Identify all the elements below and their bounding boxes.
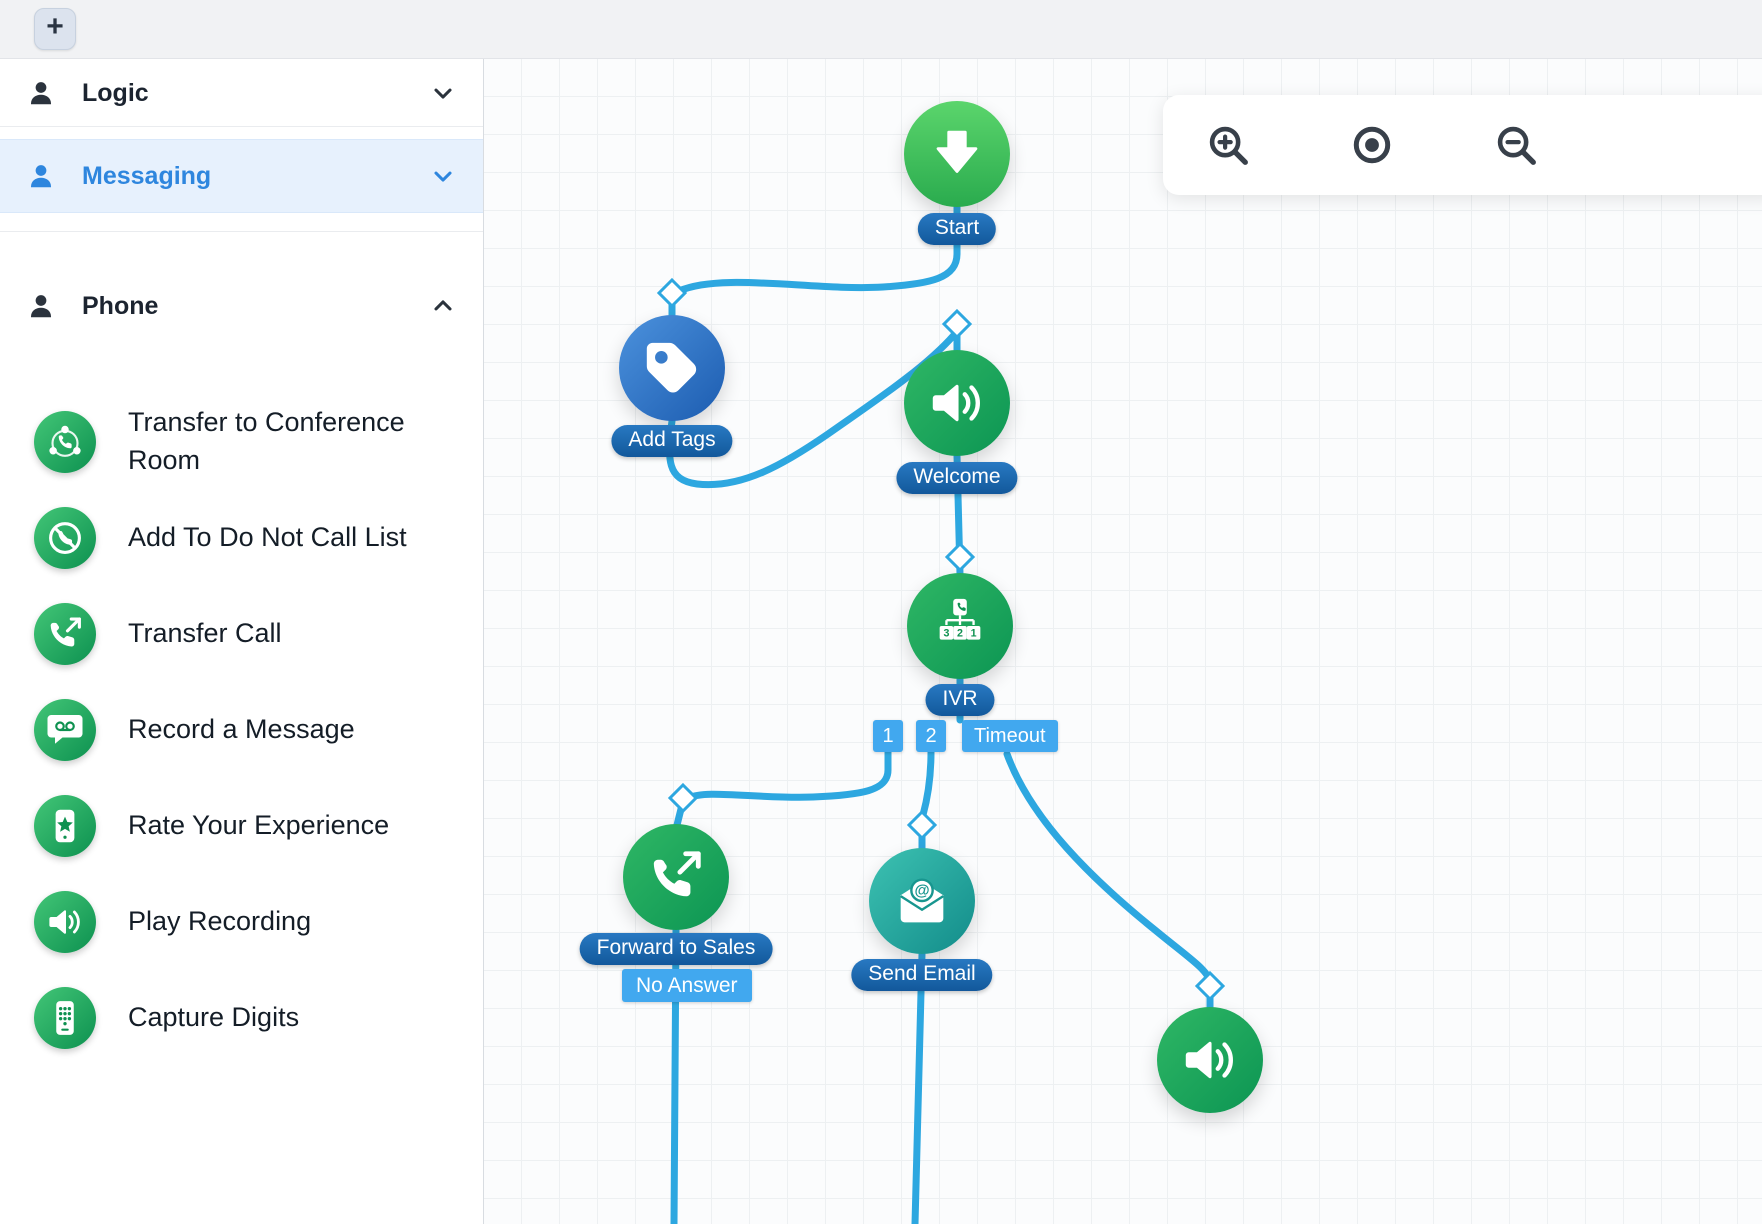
node-ivr[interactable]: 3 2 1 — [907, 573, 1013, 679]
sidebar-divider — [0, 213, 483, 232]
chevron-up-icon[interactable] — [429, 292, 457, 320]
node-label-forward-to-sales[interactable]: Forward to Sales — [579, 933, 773, 965]
node-welcome[interactable] — [904, 350, 1010, 456]
topbar: + — [0, 0, 1762, 59]
flow-connectors — [656, 202, 1226, 1224]
section-label-messaging: Messaging — [82, 161, 212, 190]
speaker-icon — [926, 372, 988, 434]
node-label-welcome[interactable]: Welcome — [896, 462, 1018, 494]
rate-experience-icon — [34, 795, 96, 857]
node-label-ivr[interactable]: IVR — [925, 684, 995, 716]
sidebar: Logic Messaging Phone Transfer to Confer… — [0, 58, 484, 1224]
node-label-start[interactable]: Start — [917, 213, 997, 245]
do-not-call-icon — [34, 507, 96, 569]
conference-room-icon — [34, 411, 96, 473]
svg-text:2: 2 — [957, 628, 963, 640]
person-icon — [26, 161, 56, 191]
capture-digits-icon — [34, 987, 96, 1049]
add-node-button[interactable]: + — [34, 8, 76, 50]
play-recording-icon — [34, 891, 96, 953]
item-label: Record a Message — [128, 714, 355, 745]
node-start[interactable] — [904, 101, 1010, 207]
ivr-menu-icon: 3 2 1 — [939, 598, 981, 640]
target-icon — [1349, 122, 1395, 168]
sidebar-item-transfer-call[interactable]: Transfer Call — [0, 586, 483, 682]
connector-lines — [666, 202, 1214, 1224]
svg-text:3: 3 — [943, 628, 949, 640]
node-label-add-tags[interactable]: Add Tags — [611, 425, 733, 457]
item-label: Transfer to Conference Room — [128, 407, 405, 475]
sidebar-item-rate-your-experience[interactable]: Rate Your Experience — [0, 778, 483, 874]
zoom-toolbar — [1163, 95, 1762, 195]
node-add-tags[interactable] — [619, 315, 725, 421]
item-label: Add To Do Not Call List — [128, 522, 407, 553]
branch-label-2[interactable]: 2 — [916, 720, 946, 752]
sidebar-section-messaging[interactable]: Messaging — [0, 139, 483, 213]
sidebar-item-play-recording[interactable]: Play Recording — [0, 874, 483, 970]
record-message-icon — [34, 699, 96, 761]
branch-label-timeout[interactable]: Timeout — [962, 720, 1058, 752]
section-label-phone: Phone — [82, 291, 159, 320]
connector-endpoints — [656, 277, 1226, 1002]
sidebar-section-phone[interactable]: Phone — [0, 274, 483, 338]
item-label: Play Recording — [128, 906, 312, 937]
zoom-in-icon — [1205, 122, 1251, 168]
node-label-send-email[interactable]: Send Email — [851, 959, 993, 991]
phone-item-list: Transfer to Conference Room Add To Do No… — [0, 394, 483, 1066]
flow-canvas[interactable]: 3 2 1 @ Start Add Tags Welcome IVR Forwa… — [483, 58, 1762, 1224]
item-label: Rate Your Experience — [128, 810, 390, 841]
branch-label-no-answer[interactable]: No Answer — [622, 969, 752, 1002]
svg-text:1: 1 — [971, 628, 977, 640]
sidebar-section-logic[interactable]: Logic — [0, 60, 483, 127]
zoom-out-button[interactable] — [1493, 122, 1539, 168]
phone-forward-icon — [645, 846, 707, 908]
svg-text:@: @ — [914, 883, 929, 900]
person-icon — [26, 291, 56, 321]
sidebar-item-transfer-to-conference-room[interactable]: Transfer to Conference Room — [0, 394, 483, 490]
branch-label-1[interactable]: 1 — [873, 720, 903, 752]
node-play-recording[interactable] — [1157, 1007, 1263, 1113]
email-icon: @ — [900, 878, 944, 923]
start-arrow-icon — [926, 123, 988, 185]
tag-icon — [641, 337, 703, 399]
chevron-down-icon[interactable] — [429, 162, 457, 190]
sidebar-item-capture-digits[interactable]: Capture Digits — [0, 970, 483, 1066]
zoom-in-button[interactable] — [1205, 122, 1251, 168]
item-label: Capture Digits — [128, 1002, 300, 1033]
chevron-down-icon[interactable] — [429, 79, 457, 107]
speaker-icon — [1179, 1029, 1241, 1091]
zoom-reset-button[interactable] — [1349, 122, 1395, 168]
node-forward-to-sales[interactable] — [623, 824, 729, 930]
transfer-call-icon — [34, 603, 96, 665]
node-send-email[interactable]: @ — [869, 848, 975, 954]
person-icon — [26, 78, 56, 108]
zoom-out-icon — [1493, 122, 1539, 168]
item-label: Transfer Call — [128, 618, 282, 649]
section-label-logic: Logic — [82, 78, 149, 107]
sidebar-item-record-a-message[interactable]: Record a Message — [0, 682, 483, 778]
sidebar-item-add-to-do-not-call-list[interactable]: Add To Do Not Call List — [0, 490, 483, 586]
